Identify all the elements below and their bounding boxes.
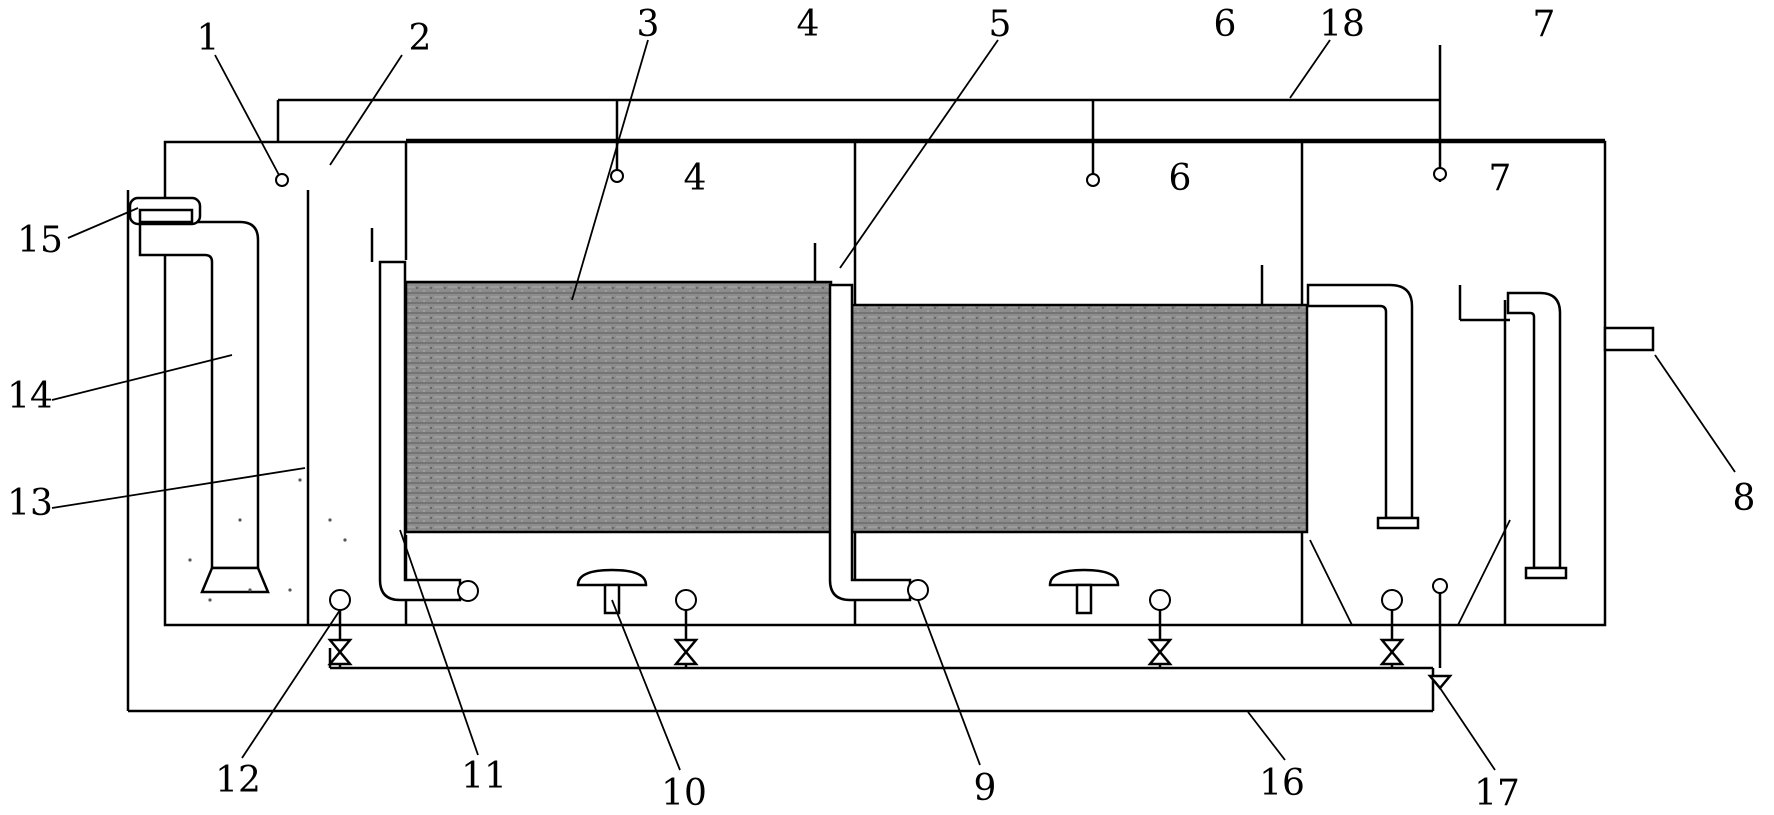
label-2: 2 bbox=[409, 18, 432, 59]
aeration-line bbox=[126, 190, 1435, 713]
leader-5 bbox=[839, 39, 999, 269]
leader-17 bbox=[1439, 687, 1496, 771]
label-6-area: 6 bbox=[1169, 158, 1192, 199]
leader-15 bbox=[67, 207, 139, 239]
label-15: 15 bbox=[17, 220, 63, 261]
label-18: 18 bbox=[1319, 4, 1365, 45]
gas-header-pipe bbox=[276, 45, 1442, 182]
label-5: 5 bbox=[989, 4, 1012, 45]
label-16: 16 bbox=[1259, 763, 1305, 804]
leader-1 bbox=[214, 54, 280, 176]
outlet-pipe bbox=[1603, 326, 1655, 352]
leader-9 bbox=[917, 599, 981, 766]
label-4: 4 bbox=[797, 4, 820, 45]
label-4-area: 4 bbox=[684, 158, 707, 199]
leader-18 bbox=[1289, 39, 1331, 99]
leader-8 bbox=[1654, 354, 1736, 473]
leader-11 bbox=[399, 529, 479, 756]
leader-2 bbox=[329, 54, 403, 166]
inner-pipes bbox=[128, 196, 1568, 602]
media-bed-left bbox=[404, 280, 833, 534]
sensor-ports bbox=[275, 167, 1447, 187]
label-17: 17 bbox=[1474, 773, 1520, 814]
media-beds bbox=[404, 280, 1309, 534]
leader-lines bbox=[51, 39, 1736, 771]
leader-16 bbox=[1247, 711, 1286, 761]
label-9: 9 bbox=[974, 768, 997, 809]
label-1: 1 bbox=[197, 18, 220, 59]
sludge-dots bbox=[188, 478, 347, 602]
reference-numerals: 1 2 3 4 5 6 7 8 9 10 11 12 13 14 15 16 1… bbox=[7, 4, 1755, 814]
label-11: 11 bbox=[461, 756, 507, 797]
label-7-area: 7 bbox=[1489, 158, 1512, 199]
leader-bed2 bbox=[1457, 519, 1511, 626]
label-12: 12 bbox=[215, 760, 261, 801]
label-14: 14 bbox=[7, 376, 53, 417]
leader-14 bbox=[51, 354, 233, 401]
label-13: 13 bbox=[7, 483, 53, 524]
leader-12 bbox=[241, 609, 341, 759]
media-bed-right bbox=[850, 303, 1309, 534]
diffuser-valves bbox=[327, 578, 1453, 690]
mixers bbox=[576, 568, 1120, 615]
label-3: 3 bbox=[637, 4, 660, 45]
label-6: 6 bbox=[1214, 4, 1237, 45]
leader-bed bbox=[1309, 539, 1353, 626]
leader-13 bbox=[51, 467, 306, 509]
leader-3 bbox=[571, 39, 649, 301]
leader-10 bbox=[611, 599, 681, 771]
label-8: 8 bbox=[1733, 478, 1756, 519]
main-tank bbox=[163, 138, 1607, 627]
label-7: 7 bbox=[1533, 4, 1556, 45]
label-10: 10 bbox=[661, 773, 707, 814]
